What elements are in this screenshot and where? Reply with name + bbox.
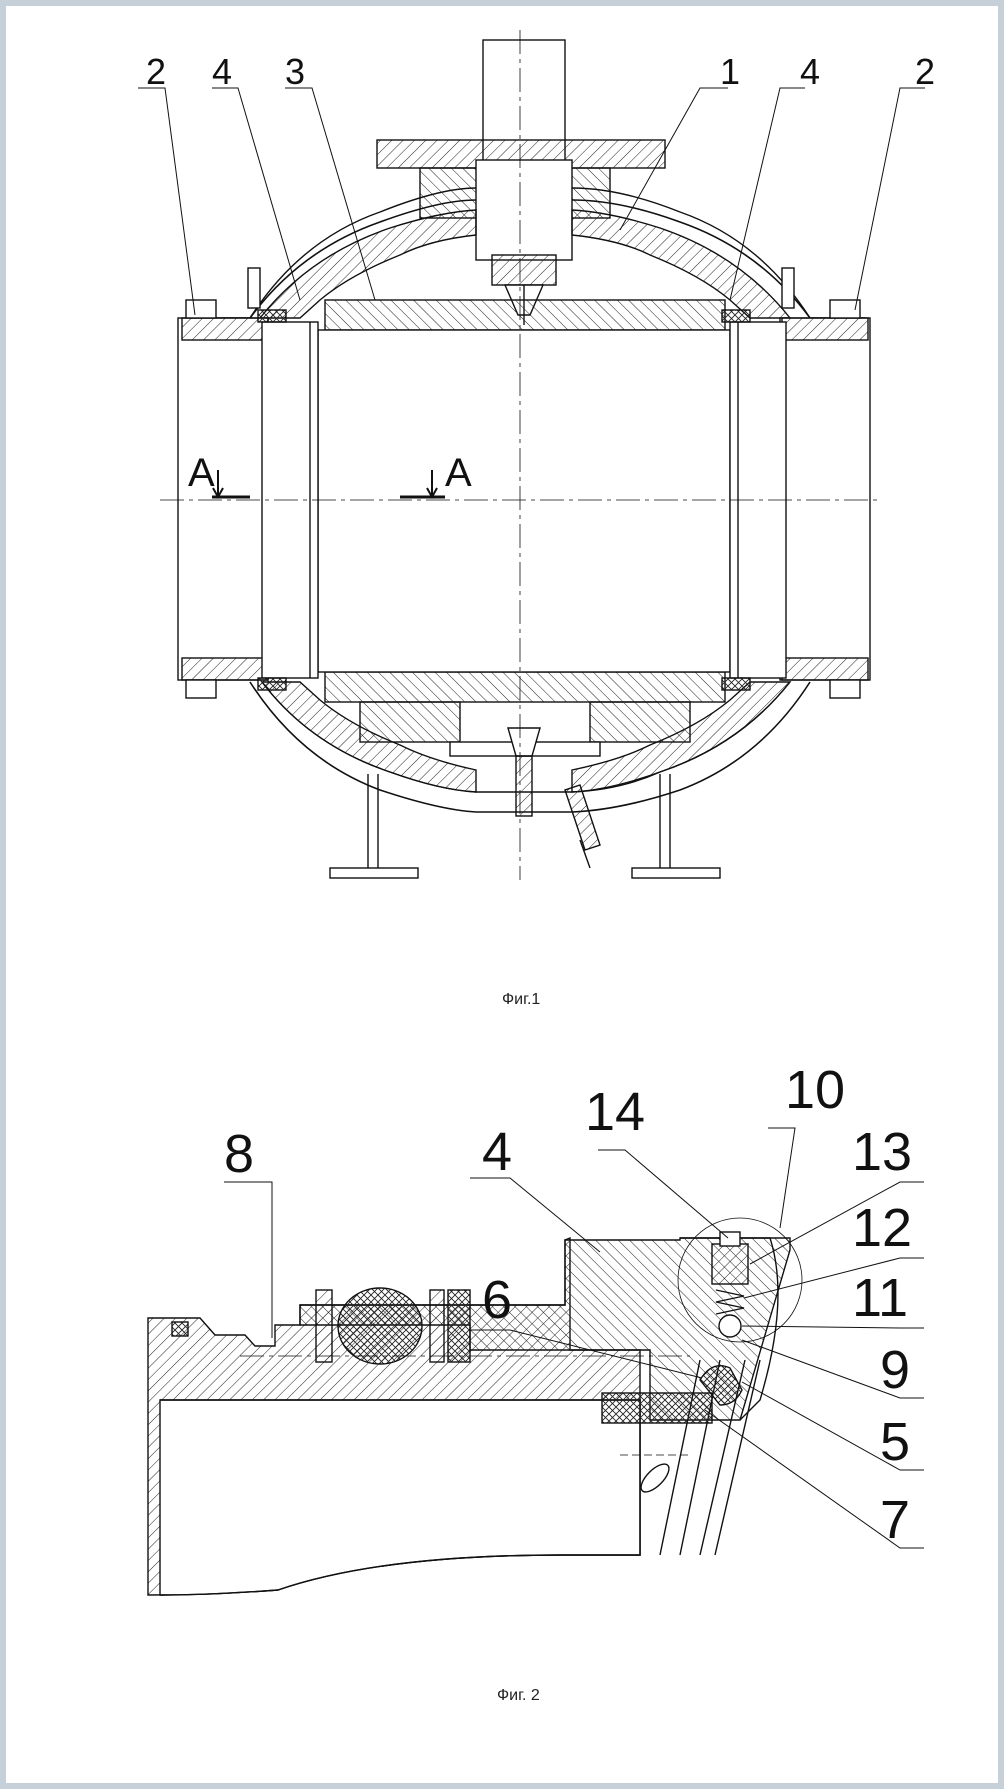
figure-2-labels: 8 4 6 14 10 13 12 11 9 5 7 Фиг. 2 [224, 1060, 912, 1704]
callout-11: 11 [852, 1268, 908, 1328]
figure-1-caption: Фиг.1 [502, 991, 540, 1008]
callout-6: 6 [482, 1270, 512, 1330]
section-mark-a-left: A [188, 451, 215, 495]
callout-4-right: 4 [800, 51, 820, 92]
figure-2 [147, 1127, 924, 1596]
callout-3: 3 [285, 51, 305, 92]
callout-1: 1 [720, 51, 740, 92]
callout-12: 12 [852, 1198, 912, 1258]
figure-1 [138, 30, 925, 880]
callout-2-left: 2 [146, 51, 166, 92]
callout-13: 13 [852, 1122, 912, 1182]
callout-8: 8 [224, 1124, 254, 1184]
figure-1-labels: 2 4 3 1 4 2 A A Фиг.1 [146, 51, 935, 1008]
callout-14: 14 [585, 1082, 645, 1142]
figure-2-caption: Фиг. 2 [497, 1687, 540, 1704]
callout-10: 10 [785, 1060, 845, 1120]
callout-4-left: 4 [212, 51, 232, 92]
callout-9: 9 [880, 1340, 910, 1400]
callout-2-right: 2 [915, 51, 935, 92]
callout-7: 7 [880, 1490, 910, 1550]
callout-5: 5 [880, 1412, 910, 1472]
section-mark-a-right: A [445, 451, 472, 495]
callout-4: 4 [482, 1122, 512, 1182]
